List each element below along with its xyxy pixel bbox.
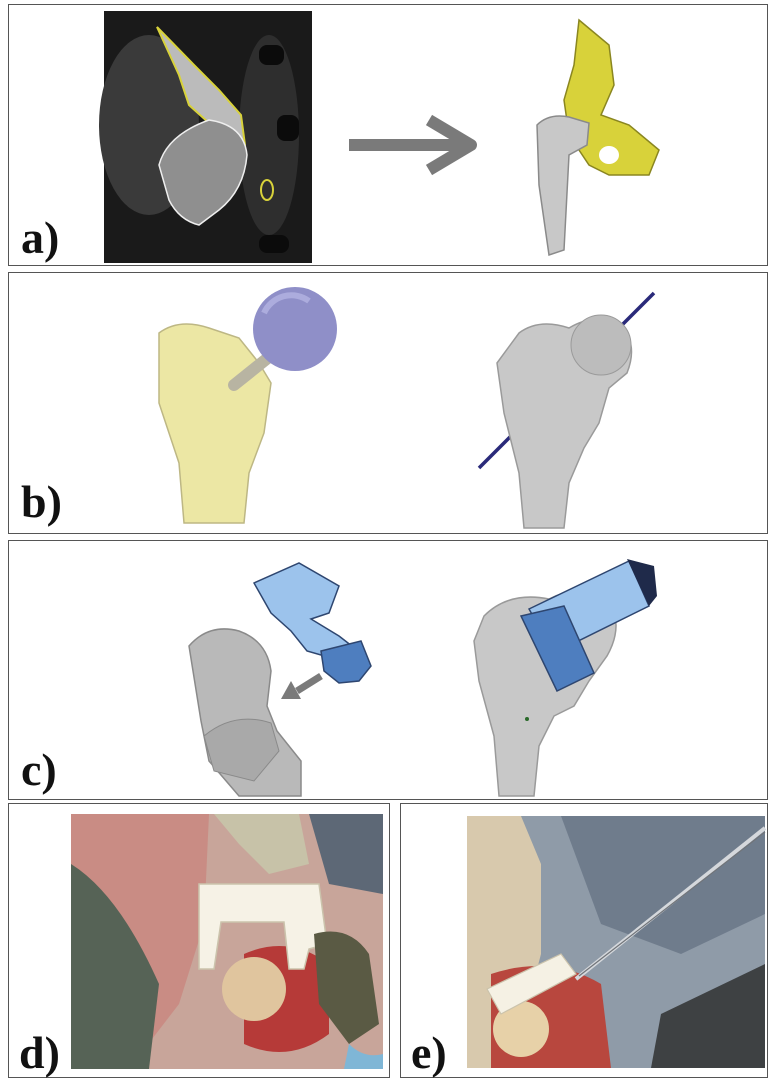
arrow-shaft-c: [297, 676, 321, 691]
panel-c-illustration: [9, 541, 769, 801]
panel-label-e: e): [411, 1030, 447, 1076]
femur-3d-model: [537, 116, 589, 255]
panel-e: e): [400, 803, 768, 1078]
panel-d: d): [8, 803, 390, 1078]
femoral-head-photo: [222, 957, 286, 1021]
panel-label-c: c): [21, 747, 57, 793]
femoral-head-sphere: [253, 287, 337, 371]
panel-b-illustration: [9, 273, 769, 535]
femur-cream-model: [159, 324, 271, 523]
panel-a: a): [8, 4, 768, 266]
panel-c: c): [8, 540, 768, 800]
panel-label-b: b): [21, 479, 62, 525]
panel-label-d: d): [19, 1030, 60, 1076]
panel-a-illustration: [9, 5, 769, 267]
panel-b: b): [8, 272, 768, 534]
panel-d-photo: [9, 804, 391, 1079]
panel-e-photo: [401, 804, 769, 1079]
panel-label-a: a): [21, 215, 59, 261]
